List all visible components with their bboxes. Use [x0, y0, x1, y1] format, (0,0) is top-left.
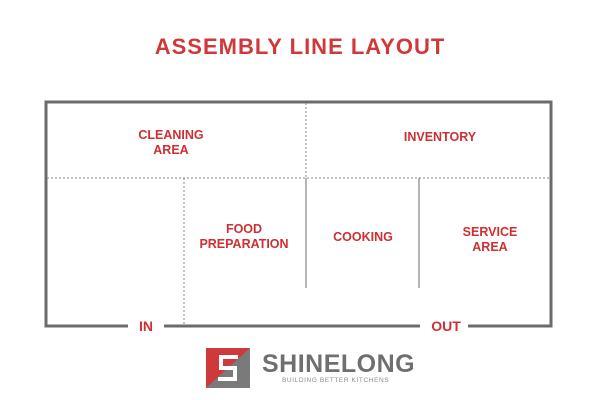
zone-cooking: COOKING: [333, 230, 393, 244]
brand-tagline: BUILDING BETTER KITCHENS: [282, 377, 390, 384]
door-in-label: IN: [130, 318, 162, 334]
zone-food-preparation: FOOD PREPARATION: [199, 222, 289, 251]
shinelong-logo-icon: [206, 348, 250, 388]
solid-dividers: [305, 178, 420, 288]
brand-logo: SHINELONG BUILDING BETTER KITCHENS: [206, 346, 415, 390]
zone-service-area: SERVICE AREA: [462, 225, 518, 254]
outer-walls: [44, 100, 553, 328]
door-out-label: OUT: [424, 318, 468, 334]
dashed-partitions: [47, 103, 550, 325]
zone-inventory: INVENTORY: [403, 130, 477, 144]
zone-cleaning-area: CLEANING AREA: [138, 128, 204, 157]
brand-name: SHINELONG: [262, 350, 416, 378]
diagram-title: ASSEMBLY LINE LAYOUT: [154, 34, 446, 59]
